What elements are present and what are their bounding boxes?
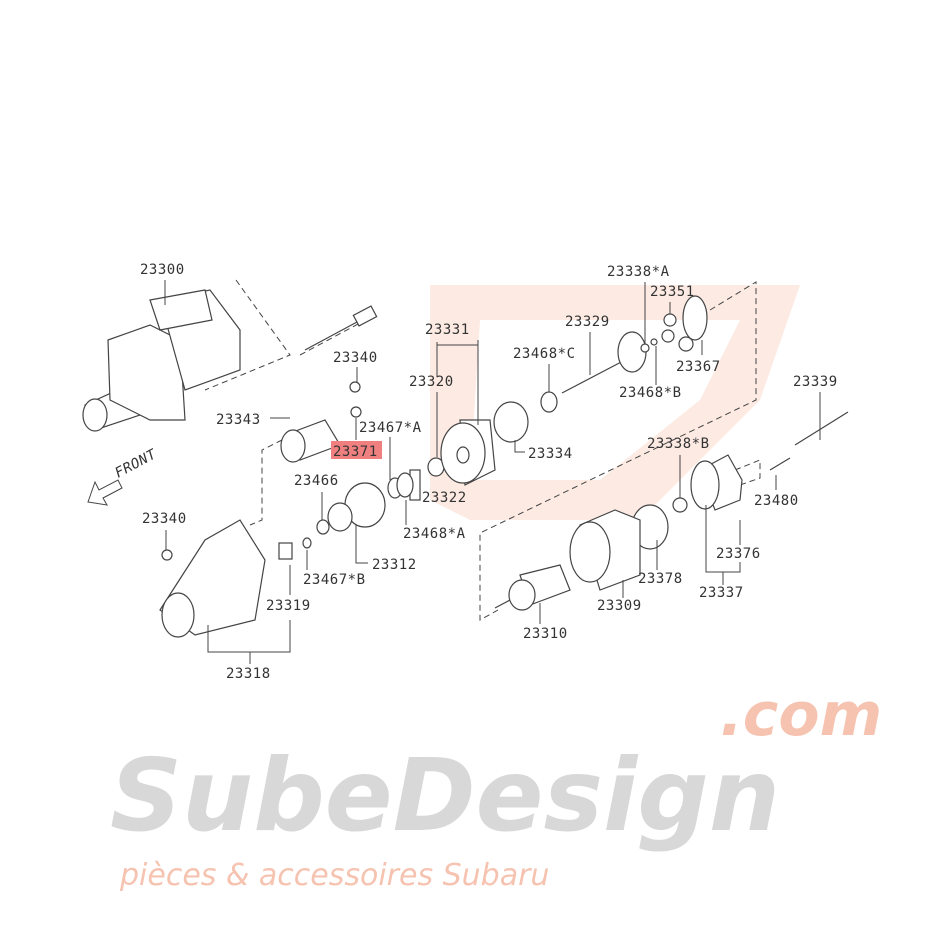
- bushing-23338a[interactable]: [640, 343, 650, 353]
- bushing-23319[interactable]: [278, 542, 293, 560]
- label-23318[interactable]: 23318: [226, 666, 271, 682]
- washer-23468a[interactable]: [396, 472, 414, 498]
- through-bolt[interactable]: [304, 305, 378, 351]
- label-23310[interactable]: 23310: [523, 626, 568, 642]
- starter-assembly-23300[interactable]: [82, 289, 241, 432]
- label-23338b[interactable]: 23338*B: [647, 436, 710, 452]
- label-23312[interactable]: 23312: [372, 557, 417, 573]
- label-23339[interactable]: 23339: [793, 374, 838, 390]
- watermark-logo-shape: [430, 285, 800, 520]
- housing-23331[interactable]: [440, 419, 496, 486]
- end-frame-23337[interactable]: [690, 454, 743, 511]
- label-23322[interactable]: 23322: [422, 490, 467, 506]
- pinion-23312[interactable]: [327, 482, 386, 532]
- front-label: FRONT: [112, 446, 160, 482]
- watermark-domain: .com: [720, 680, 882, 750]
- label-23351[interactable]: 23351: [650, 284, 695, 300]
- yoke-23309[interactable]: [569, 509, 641, 591]
- washer-23468c[interactable]: [540, 391, 558, 413]
- washer-23468b[interactable]: [650, 338, 658, 346]
- nut-23351[interactable]: [663, 313, 677, 327]
- label-23338a[interactable]: 23338*A: [607, 264, 670, 280]
- label-23367[interactable]: 23367: [676, 359, 721, 375]
- clip-23467b[interactable]: [302, 537, 312, 549]
- nut-23340-lower[interactable]: [161, 549, 173, 561]
- label-23340[interactable]: 23340: [333, 350, 378, 366]
- watermark-brand: SubeDesign: [110, 737, 780, 854]
- nut[interactable]: [661, 329, 675, 343]
- label-23340-lower[interactable]: 23340: [142, 511, 187, 527]
- shaft-23329[interactable]: [561, 331, 647, 394]
- label-23467a[interactable]: 23467*A: [359, 420, 422, 436]
- leader-lines: [164, 280, 821, 664]
- watermark-tagline: pièces & accessoires Subaru: [119, 858, 549, 893]
- nut-23371[interactable]: [350, 406, 362, 418]
- gear-23334[interactable]: [493, 401, 529, 443]
- nut[interactable]: [678, 336, 694, 352]
- label-23468c[interactable]: 23468*C: [513, 346, 576, 362]
- label-23467b[interactable]: 23467*B: [303, 572, 366, 588]
- label-23334[interactable]: 23334: [528, 446, 573, 462]
- label-23466[interactable]: 23466: [294, 473, 339, 489]
- label-23371-highlighted[interactable]: 23371: [333, 444, 378, 460]
- screw-23480[interactable]: [769, 457, 791, 471]
- label-23468a[interactable]: 23468*A: [403, 526, 466, 542]
- label-23300[interactable]: 23300: [140, 262, 185, 278]
- label-23468b[interactable]: 23468*B: [619, 385, 682, 401]
- armature-23310[interactable]: [494, 564, 571, 611]
- label-23320[interactable]: 23320: [409, 374, 454, 390]
- watermark: .com SubeDesign pièces & accessoires Sub…: [110, 680, 882, 893]
- front-arrow-icon: FRONT: [87, 446, 160, 506]
- nut-23340[interactable]: [349, 381, 361, 393]
- bolt-23339[interactable]: [794, 411, 849, 446]
- label-23480[interactable]: 23480: [754, 493, 799, 509]
- label-23319[interactable]: 23319: [266, 598, 311, 614]
- highlight-box: [331, 441, 382, 459]
- ring-23466[interactable]: [316, 519, 330, 535]
- label-23329[interactable]: 23329: [565, 314, 610, 330]
- label-23343[interactable]: 23343: [216, 412, 261, 428]
- label-23331[interactable]: 23331: [425, 322, 470, 338]
- label-23376[interactable]: 23376: [716, 546, 761, 562]
- bushing-23338b[interactable]: [672, 497, 688, 513]
- label-23309[interactable]: 23309: [597, 598, 642, 614]
- label-23337[interactable]: 23337: [699, 585, 744, 601]
- label-23378[interactable]: 23378: [638, 571, 683, 587]
- housing-23318[interactable]: [159, 519, 266, 638]
- cap-23367[interactable]: [682, 295, 708, 341]
